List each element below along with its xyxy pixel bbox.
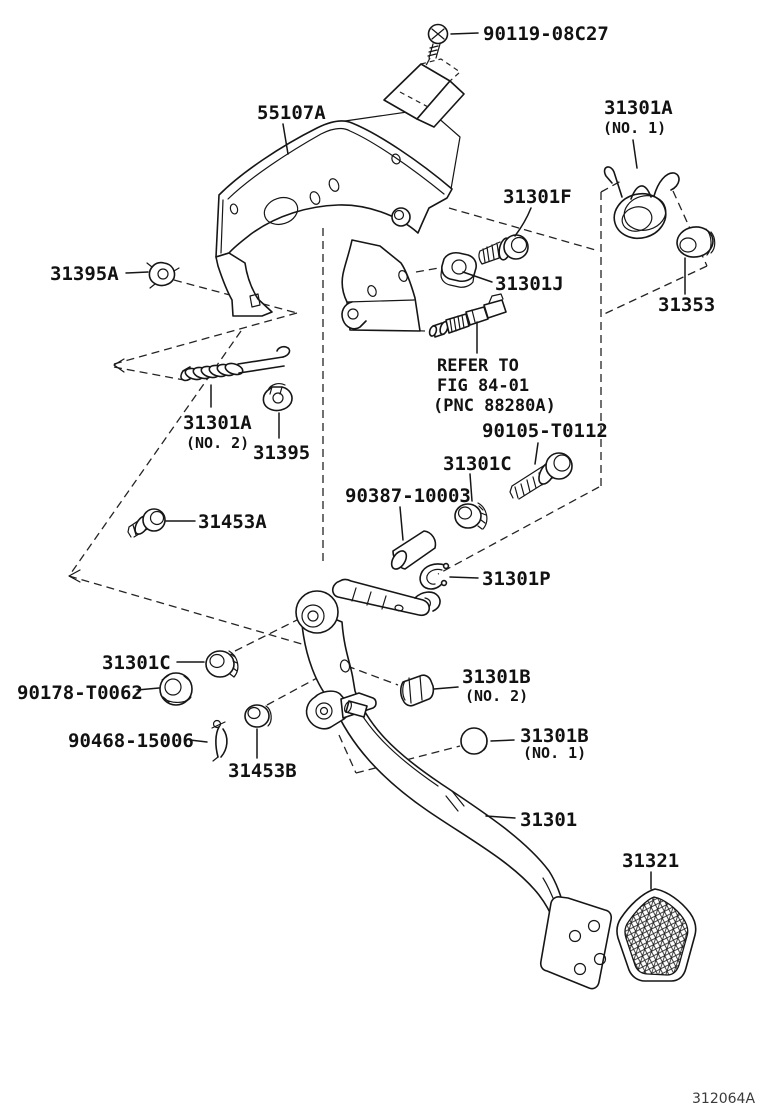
part-label-cap1-sub: (NO. 1) xyxy=(523,744,586,762)
screw-90119-illustration xyxy=(427,23,449,59)
clip-31395-illustration xyxy=(262,383,293,412)
bolt-31301f-illustration xyxy=(478,234,529,265)
part-label-pad: 31321 xyxy=(622,850,679,872)
bolt-90105-illustration xyxy=(509,452,573,500)
clutch-switch-illustration xyxy=(428,293,507,338)
part-label-pedal: 31301 xyxy=(520,809,577,831)
part-label-clip-b: 31395 xyxy=(253,442,310,464)
part-label-nut-j: 31301J xyxy=(495,273,564,295)
torsion-spring-no1-illustration xyxy=(603,166,680,240)
part-label-bolt-f: 31301F xyxy=(503,186,572,208)
arrowhead xyxy=(113,358,125,373)
clip-31301p-illustration xyxy=(419,562,450,590)
part-label-bushing-b: 31453B xyxy=(228,760,297,782)
part-label-spring2-sub: (NO. 2) xyxy=(186,434,249,452)
tension-spring-no2-illustration xyxy=(180,345,291,382)
stopper-31301b-no2-illustration xyxy=(399,674,435,707)
part-label-clip-a: 31395A xyxy=(50,263,119,285)
arrowhead xyxy=(68,569,81,583)
part-label-spring2: 31301A xyxy=(183,412,252,434)
part-label-clip-c: 90468-15006 xyxy=(68,730,194,752)
clutch-pedal-31301-illustration xyxy=(295,578,613,990)
part-label-grommet: 31353 xyxy=(658,294,715,316)
bushing-31301c-lower-illustration xyxy=(205,650,239,678)
part-label-nut-t0062: 90178-T0062 xyxy=(17,682,143,704)
diagram-code: 312064A xyxy=(692,1091,755,1107)
part-label-stopper2-sub: (NO. 2) xyxy=(465,687,528,705)
part-label-bolt-a: 31453A xyxy=(198,511,267,533)
refer-note-line2: FIG 84-01 xyxy=(437,376,529,396)
nut-90178-illustration xyxy=(159,672,193,706)
pedal-support-bracket-55107a xyxy=(215,108,461,332)
bushing-31453b-illustration xyxy=(244,704,272,728)
pedal-pad-31321-illustration xyxy=(616,888,697,982)
part-label-bushing-c-upper: 31301C xyxy=(443,453,512,475)
part-label-collar: 90387-10003 xyxy=(345,485,471,507)
part-label-bolt-t0112: 90105-T0112 xyxy=(482,420,608,442)
part-label-clip-p: 31301P xyxy=(482,568,551,590)
part-label-stopper2: 31301B xyxy=(462,666,531,688)
leader-lines xyxy=(125,32,686,890)
clip-31395a-illustration xyxy=(146,261,180,289)
refer-note-line3: (PNC 88280A) xyxy=(433,396,556,416)
part-label-bushing-c-lower: 31301C xyxy=(102,652,171,674)
reinforcement-plate xyxy=(383,58,465,128)
part-label-spring1-sub: (NO. 1) xyxy=(603,119,666,137)
clip-90468-illustration xyxy=(211,719,228,762)
refer-note-line1: REFER TO xyxy=(437,356,519,376)
bushing-31301c-upper-illustration xyxy=(454,502,488,530)
part-label-bracket: 55107A xyxy=(257,102,326,124)
part-label-cap1: 31301B xyxy=(520,725,589,747)
cap-31301b-no1-illustration xyxy=(460,727,488,755)
part-label-spring1: 31301A xyxy=(604,97,673,119)
grommet-31353-illustration xyxy=(676,226,716,258)
collar-90387-illustration xyxy=(390,530,437,570)
nut-31301j-illustration xyxy=(440,251,477,288)
part-labels: 90119-08C27 55107A 31301A (NO. 1) 31301F… xyxy=(17,23,755,1107)
bolt-31453a-illustration xyxy=(127,508,166,538)
part-label-screw: 90119-08C27 xyxy=(483,23,609,45)
